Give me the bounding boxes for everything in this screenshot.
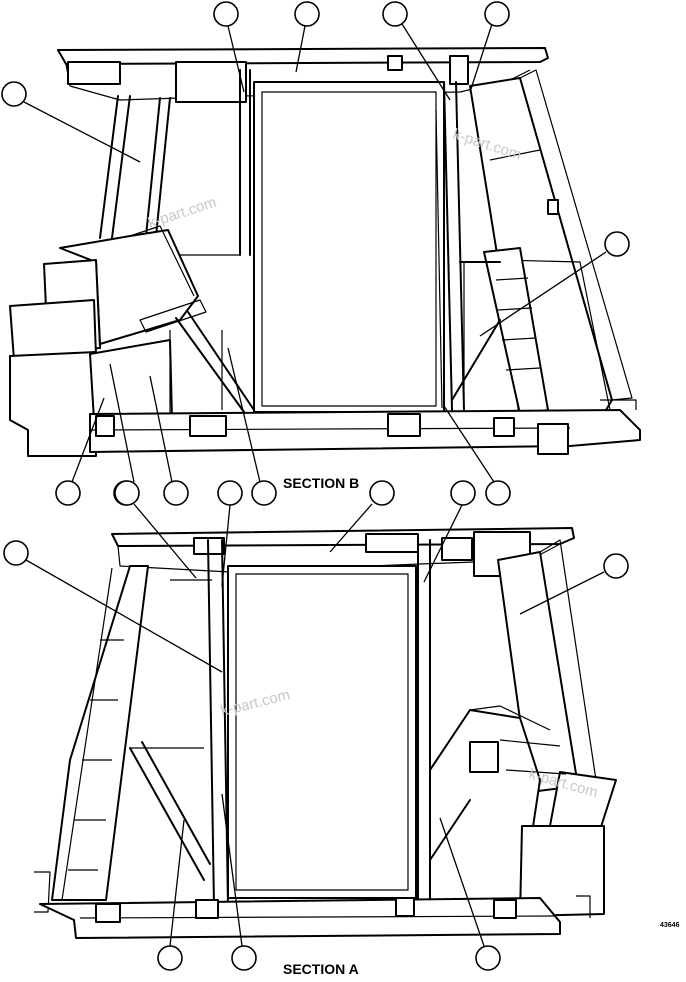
section-b-door bbox=[253, 81, 445, 413]
section-a-door bbox=[227, 565, 417, 899]
callout-circle bbox=[484, 1, 510, 27]
callout-circle bbox=[251, 480, 277, 506]
section-a-left-panel bbox=[51, 565, 149, 901]
watermark: k-part.com bbox=[146, 194, 219, 232]
section-b-drawing bbox=[9, 47, 641, 457]
callout-circle bbox=[157, 945, 183, 971]
callout-circle bbox=[382, 1, 408, 27]
callout-circle bbox=[114, 480, 140, 506]
callout-circle bbox=[163, 480, 189, 506]
section-a-drawing bbox=[34, 527, 617, 939]
callout-circle bbox=[604, 231, 630, 257]
callout-circle bbox=[213, 1, 239, 27]
section-b-roof bbox=[57, 47, 549, 65]
section-a-label: SECTION A bbox=[283, 961, 359, 977]
callout-circle bbox=[3, 540, 29, 566]
callout-circle bbox=[217, 480, 243, 506]
callout-circle bbox=[369, 480, 395, 506]
callout-circle bbox=[55, 480, 81, 506]
callout-circle bbox=[603, 553, 629, 579]
section-b-callouts: SECTION B bbox=[1, 1, 630, 506]
callout-circle bbox=[485, 480, 511, 506]
section-b-label: SECTION B bbox=[283, 475, 359, 491]
document-number: 43646 bbox=[660, 922, 680, 929]
section-a-floor bbox=[39, 897, 561, 939]
callout-circle bbox=[231, 945, 257, 971]
callout-circle bbox=[294, 1, 320, 27]
callout-circle bbox=[450, 480, 476, 506]
callout-circle bbox=[1, 81, 27, 107]
callout-circle bbox=[475, 945, 501, 971]
section-a-callouts: SECTION A bbox=[3, 480, 629, 977]
